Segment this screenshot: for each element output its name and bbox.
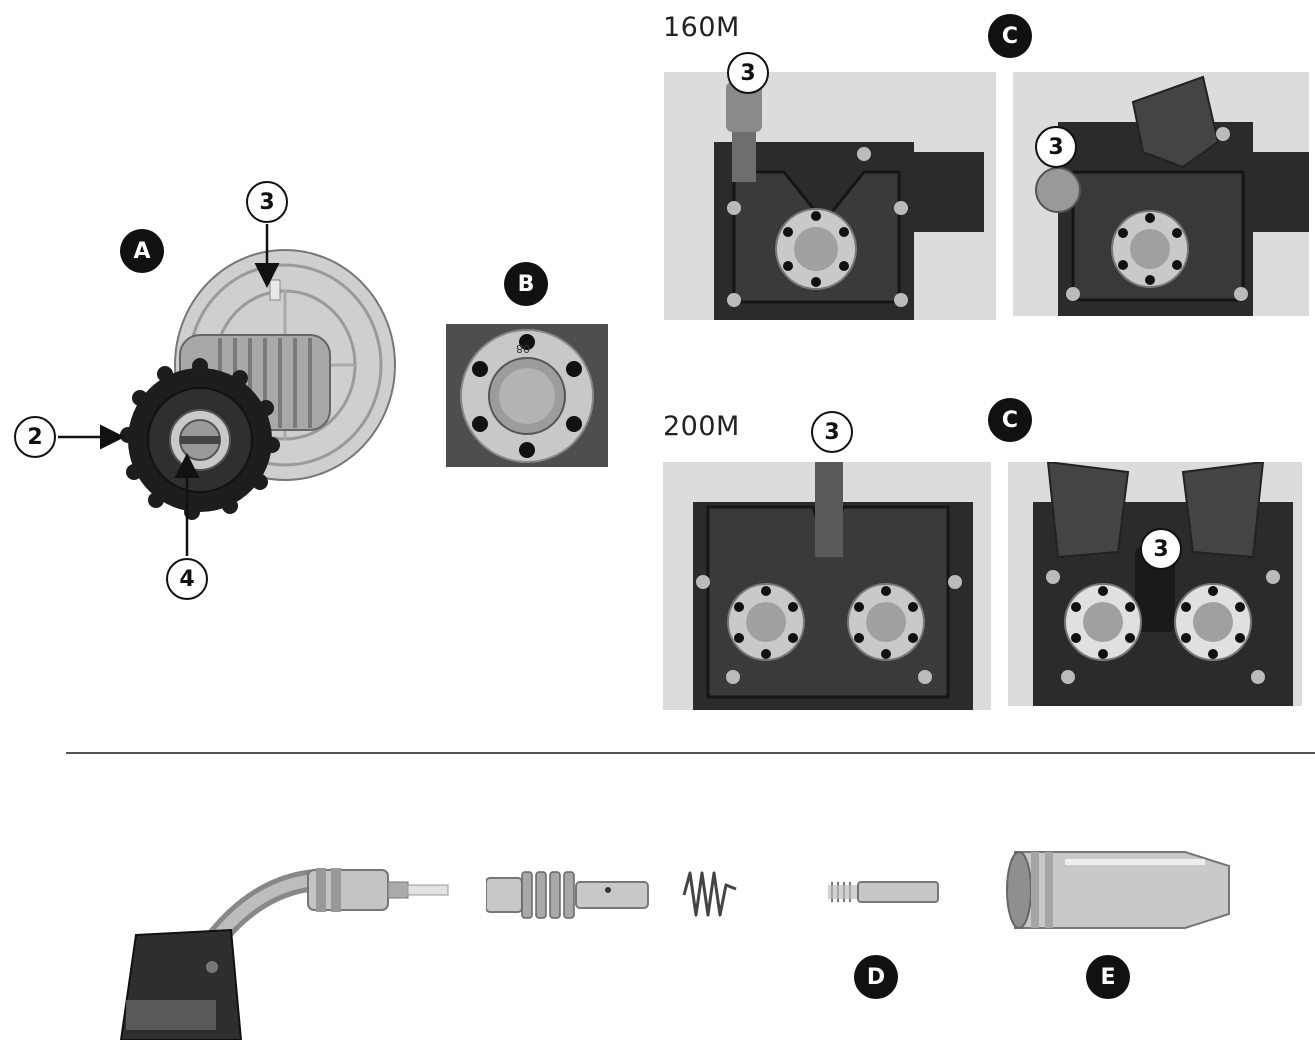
badge-e: E xyxy=(1086,955,1130,999)
roller-marking: 08 xyxy=(516,342,530,355)
mig-torch-illustration xyxy=(116,860,451,1040)
badge-c-200m: C xyxy=(988,398,1032,442)
drive-roller-photo: 08 xyxy=(446,324,608,467)
callout-spool-knob: 2 xyxy=(14,416,56,458)
callout-spool-hub: 4 xyxy=(166,558,208,600)
section-divider xyxy=(66,752,1315,754)
callout-spool-pin: 3 xyxy=(246,181,288,223)
wire-spool-illustration xyxy=(120,240,410,530)
wire-feeder-200m-closed-photo xyxy=(663,462,991,710)
callout-200m-pressure-arm: 3 xyxy=(1140,528,1182,570)
contact-tip-illustration xyxy=(828,876,940,908)
badge-b: B xyxy=(504,262,548,306)
callout-200m-tension-knob: 3 xyxy=(811,411,853,453)
gas-nozzle-illustration xyxy=(1005,848,1231,932)
badge-d: D xyxy=(854,955,898,999)
wire-spool-icon xyxy=(120,249,396,520)
wire-feeder-200m-open-photo xyxy=(1008,462,1302,706)
model-label-200m: 200M xyxy=(663,411,740,442)
gas-nozzle-icon xyxy=(1006,851,1230,929)
model-label-160m: 160M xyxy=(663,12,740,43)
gas-diffuser-illustration xyxy=(486,870,650,920)
badge-a: A xyxy=(120,229,164,273)
callout-160m-pressure-arm: 3 xyxy=(1035,126,1077,168)
mig-torch-icon xyxy=(119,868,449,1040)
drive-roller-icon xyxy=(446,324,608,467)
gas-diffuser-icon xyxy=(486,871,649,919)
badge-c-160m: C xyxy=(988,14,1032,58)
wire-feeder-160m-open-photo xyxy=(1013,72,1309,316)
callout-160m-tension-knob: 3 xyxy=(727,52,769,94)
spring-icon xyxy=(682,871,737,917)
spring-illustration xyxy=(680,865,740,920)
contact-tip-icon xyxy=(828,881,939,903)
wire-feeder-160m-closed-photo xyxy=(664,72,996,320)
